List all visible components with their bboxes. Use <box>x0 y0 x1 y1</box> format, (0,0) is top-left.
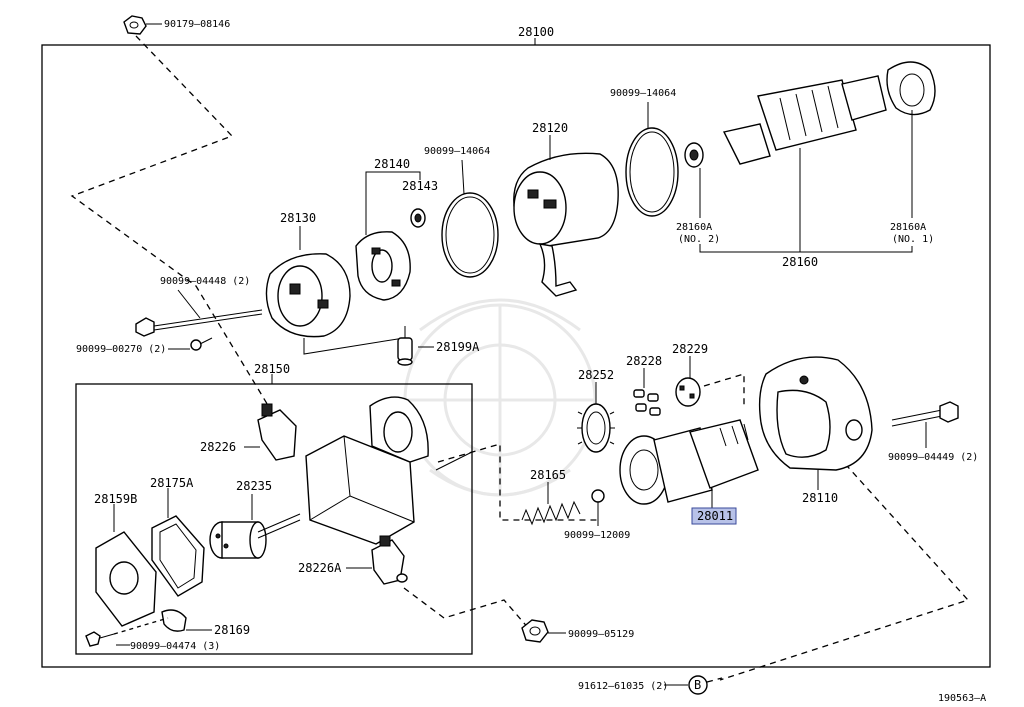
bearing-28160A-no1[interactable] <box>886 61 936 116</box>
label-28120: 28120 <box>532 121 568 135</box>
nut-90099-05129[interactable] <box>521 619 549 643</box>
armature-28160[interactable] <box>722 75 887 165</box>
screw-90099-00270[interactable] <box>190 337 213 351</box>
solenoid-group-frame <box>75 383 473 655</box>
label-28165: 28165 <box>530 468 566 482</box>
figure-id: 190563–A <box>938 693 986 704</box>
label-90099-05129: 90099–05129 <box>568 629 634 640</box>
label-28130: 28130 <box>280 211 316 225</box>
label-28011: 28011 <box>697 509 733 523</box>
label-28226: 28226 <box>200 440 236 454</box>
drive-housing-28110[interactable] <box>758 356 873 471</box>
label-28175A: 28175A <box>150 476 194 490</box>
watermark-emblem <box>403 298 597 497</box>
screw-90099-04474[interactable] <box>85 631 115 647</box>
label-91612-61035: 91612–61035 (2) <box>578 681 668 692</box>
label-28143: 28143 <box>402 179 438 193</box>
ref-b-circle[interactable]: B <box>688 675 708 695</box>
assembly-frame <box>41 44 991 668</box>
spring-28165[interactable] <box>521 500 581 526</box>
terminal-28226A[interactable] <box>371 535 408 585</box>
label-28150: 28150 <box>254 362 290 376</box>
label-28160A-no2: 28160A <box>676 222 712 233</box>
label-28160A-no1: 28160A <box>890 222 926 233</box>
terminal-28226[interactable] <box>257 403 297 461</box>
cover-28159B[interactable] <box>95 531 157 627</box>
label-28110: 28110 <box>802 491 838 505</box>
label-90179-08146: 90179–08146 <box>164 19 230 30</box>
label-28100: 28100 <box>518 25 554 39</box>
label-28226A: 28226A <box>298 561 342 575</box>
label-28169: 28169 <box>214 623 250 637</box>
label-28160A-no2-sub: (NO. 2) <box>678 234 720 245</box>
retainer-28229[interactable] <box>675 377 701 407</box>
o-ring-90099-14064-left[interactable] <box>441 192 499 278</box>
plunger-28235[interactable] <box>209 513 301 559</box>
label-28252: 28252 <box>578 368 614 382</box>
label-28160A-no1-sub: (NO. 1) <box>892 234 934 245</box>
ball-90099-12009[interactable] <box>591 489 605 503</box>
terminal-28199A[interactable] <box>397 326 413 366</box>
label-90099-04448: 90099–04448 (2) <box>160 276 250 287</box>
ref-b-letter: B <box>694 678 701 692</box>
label-28159B: 28159B <box>94 492 137 506</box>
spring-28143[interactable] <box>410 208 426 228</box>
label-28199A: 28199A <box>436 340 480 354</box>
solenoid-housing-28150[interactable] <box>305 396 429 545</box>
o-ring-90099-14064-right[interactable] <box>625 127 679 217</box>
nut-90179-08146[interactable] <box>123 15 147 35</box>
label-28160: 28160 <box>782 255 818 269</box>
yoke-28120[interactable] <box>513 152 619 297</box>
bolt-90099-04449[interactable] <box>891 401 959 427</box>
label-90099-14064-right: 90099–14064 <box>610 88 676 99</box>
gasket-28175A[interactable] <box>151 515 205 597</box>
label-28235: 28235 <box>236 479 272 493</box>
label-28140: 28140 <box>374 157 410 171</box>
brush-holder-28140[interactable] <box>355 231 411 301</box>
label-28228: 28228 <box>626 354 662 368</box>
label-90099-04449: 90099–04449 (2) <box>888 452 978 463</box>
bearing-28160A-no2[interactable] <box>684 142 704 168</box>
rollers-28228[interactable] <box>633 389 661 416</box>
starter-clutch-28011[interactable] <box>619 419 759 505</box>
label-90099-00270: 90099–00270 (2) <box>76 344 166 355</box>
label-90099-04474: 90099–04474 (3) <box>130 641 220 652</box>
label-90099-14064-left: 90099–14064 <box>424 146 490 157</box>
highlight-28011[interactable] <box>691 507 737 525</box>
end-frame-28130[interactable] <box>265 253 351 338</box>
label-90099-12009: 90099–12009 <box>564 530 630 541</box>
idler-gear-28252[interactable] <box>577 403 615 453</box>
bolt-90099-04448[interactable] <box>135 309 263 337</box>
label-28229: 28229 <box>672 342 708 356</box>
clip-28169[interactable] <box>161 609 187 632</box>
